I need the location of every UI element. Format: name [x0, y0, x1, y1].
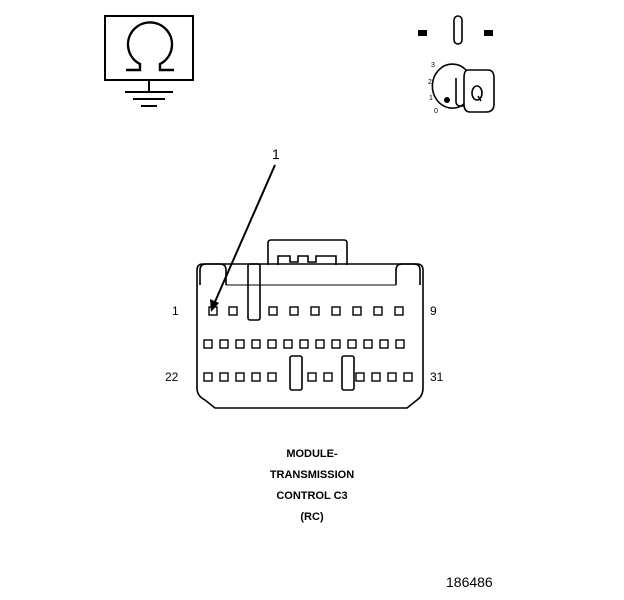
callout-label: 1 [272, 146, 280, 162]
pin-cavity [283, 339, 293, 349]
pin-cavity [373, 306, 383, 316]
caption-line-4: (RC) [300, 511, 324, 523]
pin-cavity [267, 372, 277, 382]
caption-line-3: CONTROL C3 [276, 490, 348, 502]
callout-arrow [210, 164, 276, 312]
pin-cavity [352, 306, 362, 316]
key-position-label: 0 [434, 108, 438, 115]
pin-cavity [363, 339, 373, 349]
pin-cavity [331, 306, 341, 316]
pin-cavity [394, 306, 404, 316]
pin-cavity [289, 306, 299, 316]
pin-cavity [251, 339, 261, 349]
pin-cavity [228, 306, 238, 316]
pin-cavity [331, 339, 341, 349]
ignition-key-switch-icon [418, 15, 495, 113]
pin-cavity [323, 372, 333, 382]
caption-line-2: TRANSMISSION [269, 469, 355, 481]
key-position-label: 1 [429, 95, 433, 102]
pin-cavity [310, 306, 320, 316]
pin-cavity [307, 372, 317, 382]
connector-key-slot [247, 263, 261, 321]
connector-key-slot [289, 355, 303, 391]
pin-cavity [371, 372, 381, 382]
pin-cavity [203, 339, 213, 349]
pin-cavity [235, 339, 245, 349]
pin-cavity [268, 306, 278, 316]
connector-face-icon [196, 239, 424, 409]
pin-label-row1-start: 1 [172, 304, 179, 318]
connector-body [196, 263, 424, 409]
pin-label-row1-end: 9 [430, 304, 437, 318]
key-position-label: 2 [428, 79, 432, 86]
pin-cavity [267, 339, 277, 349]
pin-cavity [403, 372, 413, 382]
pin-cavity [379, 339, 389, 349]
pin-cavity [251, 372, 261, 382]
key-position-label: 3 [431, 62, 435, 69]
pin-cavity [219, 339, 229, 349]
pin-cavity [315, 339, 325, 349]
pin-cavity [387, 372, 397, 382]
pin-cavity [219, 372, 229, 382]
connector-latch [267, 239, 348, 265]
pin-cavity [208, 306, 218, 316]
pin-label-row3-end: 31 [430, 370, 444, 384]
connector-key-slot [341, 355, 355, 391]
pin-cavity [395, 339, 405, 349]
caption-line-1: MODULE- [286, 448, 338, 460]
pin-cavity [347, 339, 357, 349]
pin-cavity [203, 372, 213, 382]
ohm-ground-symbol-icon [104, 15, 194, 107]
pin-cavity [235, 372, 245, 382]
pin-cavity [299, 339, 309, 349]
pin-label-row3-start: 22 [165, 370, 179, 384]
figure-id: 186486 [446, 574, 493, 590]
connector-left-ear [199, 263, 227, 285]
connector-right-ear [395, 263, 421, 285]
pin-cavity [355, 372, 365, 382]
